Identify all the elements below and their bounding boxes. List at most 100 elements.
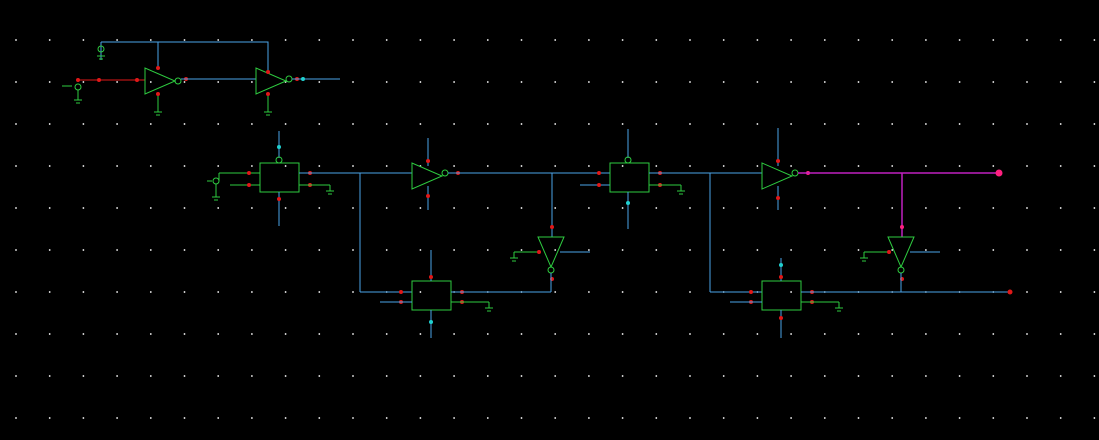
- grid-dot: [284, 249, 287, 251]
- inverter-bubble-icon: [624, 156, 632, 164]
- port[interactable]: [429, 320, 433, 324]
- grid-dot: [284, 375, 287, 377]
- grid-dot: [857, 207, 860, 209]
- grid-dot: [217, 333, 220, 335]
- grid-dot: [621, 165, 624, 167]
- pin[interactable]: [597, 183, 601, 187]
- grid-dot: [352, 333, 354, 335]
- grid-dot: [756, 165, 759, 167]
- inverter-symbol-icon[interactable]: [255, 67, 288, 95]
- inverter-bubble-icon: [174, 77, 182, 85]
- pin[interactable]: [900, 225, 904, 229]
- grid-dot: [217, 39, 220, 41]
- grid-dot: [554, 81, 557, 83]
- grid-dot: [722, 417, 725, 419]
- grid-dot: [1093, 39, 1096, 41]
- pin[interactable]: [776, 159, 780, 163]
- pin[interactable]: [135, 78, 139, 82]
- block-symbol-icon[interactable]: [411, 280, 452, 311]
- grid-dot: [588, 291, 590, 293]
- block-symbol-icon[interactable]: [259, 162, 300, 193]
- output-port[interactable]: [995, 169, 1003, 177]
- grid-dot: [958, 39, 961, 41]
- port[interactable]: [626, 201, 630, 205]
- grid-dot: [891, 123, 894, 125]
- inverter-symbol-icon[interactable]: [144, 67, 177, 95]
- grid-dot: [1059, 333, 1062, 335]
- pin[interactable]: [426, 194, 430, 198]
- pin[interactable]: [247, 183, 251, 187]
- pin[interactable]: [779, 316, 783, 320]
- output-port[interactable]: [1007, 289, 1013, 295]
- grid-dot: [790, 123, 792, 125]
- pin[interactable]: [266, 70, 270, 74]
- pin[interactable]: [399, 290, 403, 294]
- grid-dot: [790, 81, 792, 83]
- grid-dot: [149, 81, 152, 83]
- grid-dot: [486, 81, 489, 83]
- pin[interactable]: [97, 78, 101, 82]
- pin[interactable]: [426, 159, 430, 163]
- grid-dot: [588, 417, 590, 419]
- grid-dot: [790, 417, 792, 419]
- pin[interactable]: [277, 197, 281, 201]
- grid-dot: [318, 291, 321, 293]
- pin[interactable]: [779, 275, 783, 279]
- grid-dot: [655, 417, 658, 419]
- pin[interactable]: [429, 275, 433, 279]
- pin[interactable]: [597, 171, 601, 175]
- pin[interactable]: [749, 290, 753, 294]
- grid-dot: [217, 207, 220, 209]
- inverter-symbol-icon[interactable]: [537, 236, 565, 269]
- grid-dot: [1059, 417, 1062, 419]
- grid-dot: [655, 333, 658, 335]
- grid-dot: [621, 39, 624, 41]
- grid-dot: [486, 249, 489, 251]
- grid-dot: [116, 417, 118, 419]
- grid-dot: [15, 375, 17, 377]
- inverter-symbol-icon[interactable]: [887, 236, 915, 269]
- grid-dot: [520, 123, 523, 125]
- pin[interactable]: [156, 92, 160, 96]
- pin[interactable]: [537, 250, 541, 254]
- pin[interactable]: [76, 78, 80, 82]
- grid-dot: [284, 123, 287, 125]
- grid-dot: [318, 39, 321, 41]
- pin[interactable]: [887, 250, 891, 254]
- grid-dot: [116, 123, 118, 125]
- pin[interactable]: [550, 225, 554, 229]
- grid-dot: [116, 165, 118, 167]
- port[interactable]: [779, 263, 783, 267]
- grid-dot: [958, 123, 961, 125]
- block-symbol-icon[interactable]: [761, 280, 802, 311]
- grid-dot: [486, 39, 489, 41]
- inverter-symbol-icon[interactable]: [761, 162, 794, 190]
- grid-dot: [318, 417, 321, 419]
- grid-dot: [48, 207, 51, 209]
- pin[interactable]: [156, 66, 160, 70]
- block-symbol-icon[interactable]: [609, 162, 650, 193]
- grid-dot: [689, 375, 691, 377]
- grid-dot: [554, 417, 557, 419]
- grid-dot: [823, 249, 826, 251]
- pin[interactable]: [266, 92, 270, 96]
- port[interactable]: [301, 77, 305, 81]
- grid-dot: [15, 249, 17, 251]
- grid-dot: [554, 375, 557, 377]
- grid-dot: [15, 417, 17, 419]
- grid-dot: [82, 123, 85, 125]
- grid-dot: [116, 39, 118, 41]
- wire[interactable]: [77, 78, 145, 81]
- grid-dot: [1026, 123, 1028, 125]
- grid-dot: [149, 165, 152, 167]
- port[interactable]: [277, 145, 281, 149]
- grid-dot: [486, 375, 489, 377]
- pin[interactable]: [247, 171, 251, 175]
- wire[interactable]: [101, 41, 269, 72]
- inverter-symbol-icon[interactable]: [411, 162, 444, 190]
- grid-dot: [958, 333, 961, 335]
- pin[interactable]: [776, 196, 780, 200]
- grid-dot: [48, 249, 51, 251]
